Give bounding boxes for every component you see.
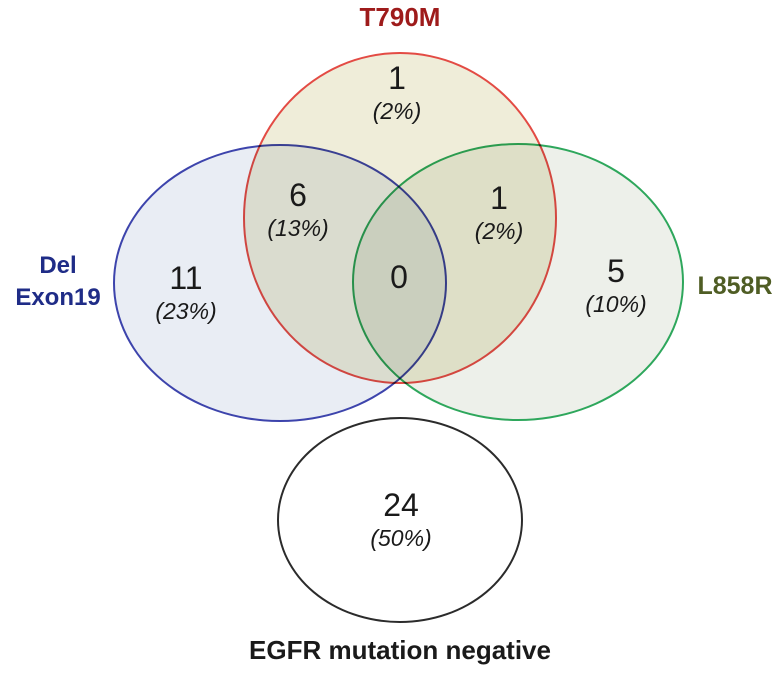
venn-region-t790m-only: 1 (2%) xyxy=(373,62,422,124)
venn-region-del-exon19-only: 11 (23%) xyxy=(155,262,216,324)
region-count: 24 xyxy=(383,487,419,523)
venn-region-del-exon19-and-t790m: 6 (13%) xyxy=(267,179,328,241)
region-percentage: (50%) xyxy=(370,525,432,551)
venn-region-t790m-and-l858r: 1 (2%) xyxy=(475,182,524,244)
set-label-l858r: L858R xyxy=(697,272,772,301)
venn-circle-l858r xyxy=(352,143,684,421)
set-label-del-exon19-line2: Exon19 xyxy=(15,284,101,311)
circle-egfr-mutation-negative xyxy=(277,417,523,623)
region-percentage: (10%) xyxy=(585,291,647,317)
region-count: 1 xyxy=(388,60,406,96)
set-label-del-exon19-line1: Del xyxy=(39,252,77,279)
region-count: 6 xyxy=(289,177,307,213)
region-count: 1 xyxy=(490,180,508,216)
set-label-egfr-mutation-negative: EGFR mutation negative xyxy=(249,635,551,666)
set-label-del-exon19: Del Exon19 xyxy=(15,250,100,314)
region-count: 0 xyxy=(390,259,408,295)
set-label-t790m-text: T790M xyxy=(359,2,441,32)
region-percentage: (2%) xyxy=(474,218,524,244)
set-label-egfr-mutation-negative-text: EGFR mutation negative xyxy=(249,635,551,665)
set-label-t790m: T790M xyxy=(360,2,441,33)
venn-region-triple-intersection: 0 xyxy=(390,261,408,293)
region-percentage: (2%) xyxy=(372,98,422,124)
set-label-l858r-text: L858R xyxy=(697,272,773,300)
region-percentage: (13%) xyxy=(267,215,329,241)
region-count: 5 xyxy=(607,253,625,289)
region-percentage: (23%) xyxy=(155,298,217,324)
venn-region-egfr-mutation-negative: 24 (50%) xyxy=(370,489,431,551)
venn-region-l858r-only: 5 (10%) xyxy=(585,255,646,317)
region-count: 11 xyxy=(169,260,203,296)
